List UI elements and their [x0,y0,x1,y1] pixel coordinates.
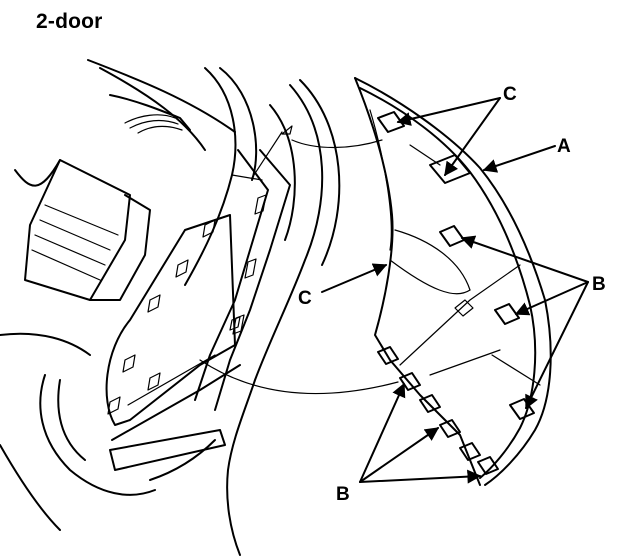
callout-label-b-bottom: B [336,484,350,505]
vehicle-interior [0,59,341,556]
pillar-trim-part [354,77,552,486]
alignment-line-top [291,139,383,149]
callout-label-c-top: C [503,84,517,105]
alignment-line-bottom [199,359,399,395]
callout-label-a: A [557,136,571,157]
callout-label-b-right: B [592,274,606,295]
diagram-title: 2-door [36,10,103,33]
callout-label-c-left: C [298,288,312,309]
callout-arrows [321,97,589,484]
